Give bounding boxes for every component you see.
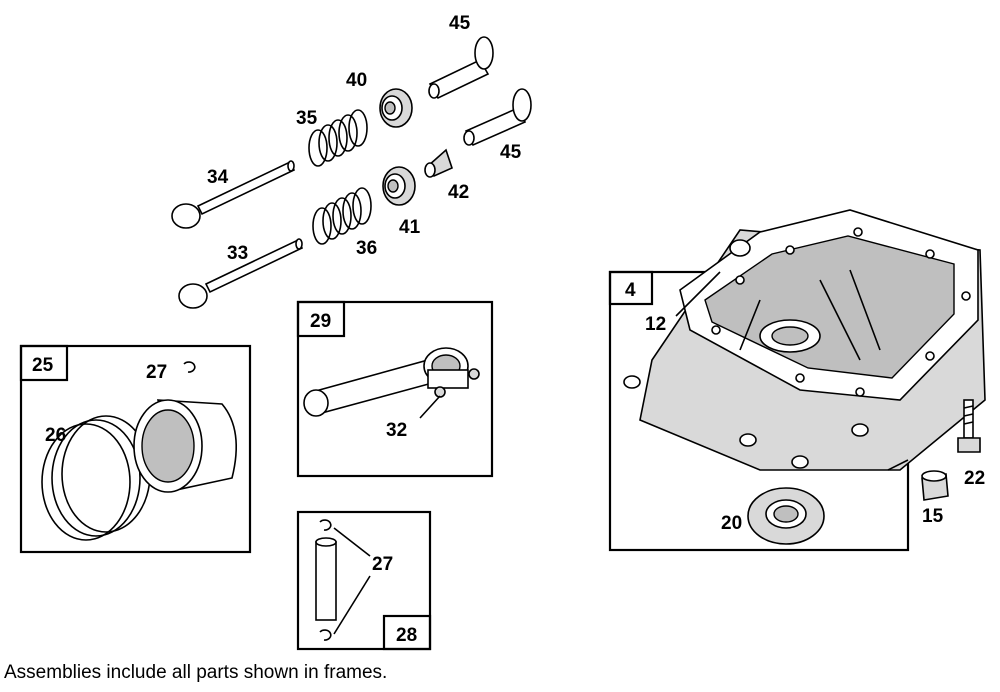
callout-42: 42 [448, 182, 469, 203]
callout-45-upper: 45 [449, 13, 471, 34]
part-40-retainer [379, 88, 413, 128]
callout-41: 41 [399, 217, 421, 238]
callout-28: 28 [396, 625, 417, 646]
callout-32: 32 [386, 420, 407, 441]
part-36-valve-spring [312, 187, 372, 245]
callout-27-piston: 27 [146, 362, 167, 383]
callout-33: 33 [227, 243, 248, 264]
part-15-drain-plug [921, 470, 949, 501]
part-45-lower-tappet [463, 88, 532, 147]
frame-4-crankcase [608, 209, 986, 552]
callout-25: 25 [32, 355, 54, 376]
part-34-valve [171, 160, 296, 229]
callout-45-lower: 45 [500, 142, 522, 163]
part-33-valve [178, 238, 304, 309]
part-27-circlip [183, 361, 196, 373]
callout-29: 29 [310, 311, 331, 332]
part-35-valve-spring [308, 109, 368, 167]
callout-15: 15 [922, 506, 944, 527]
callout-12: 12 [645, 314, 666, 335]
callout-34: 34 [207, 167, 229, 188]
part-41-retainer [382, 166, 416, 206]
part-42-collet [424, 148, 453, 178]
callout-40: 40 [346, 70, 367, 91]
callout-27-pin: 27 [372, 554, 393, 575]
part-20-oil-seal [747, 487, 825, 545]
part-22-bolt [957, 399, 981, 453]
callout-22: 22 [964, 468, 985, 489]
callout-labels: 45 40 35 45 34 42 41 36 33 25 27 26 29 3… [32, 13, 985, 646]
frame-29-connecting-rod [296, 300, 494, 478]
callout-35: 35 [296, 108, 318, 129]
frame-28-wrist-pin [296, 510, 432, 651]
callout-26: 26 [45, 425, 66, 446]
callout-36: 36 [356, 238, 377, 259]
callout-20: 20 [721, 513, 742, 534]
callout-4: 4 [625, 280, 636, 301]
leader-lines [675, 271, 909, 471]
part-26-piston-rings [41, 415, 151, 541]
part-45-upper-tappet [428, 36, 494, 100]
part-piston [133, 399, 238, 493]
diagram-caption: Assemblies include all parts shown in fr… [4, 662, 387, 683]
frame-25-piston-assembly [19, 344, 252, 554]
